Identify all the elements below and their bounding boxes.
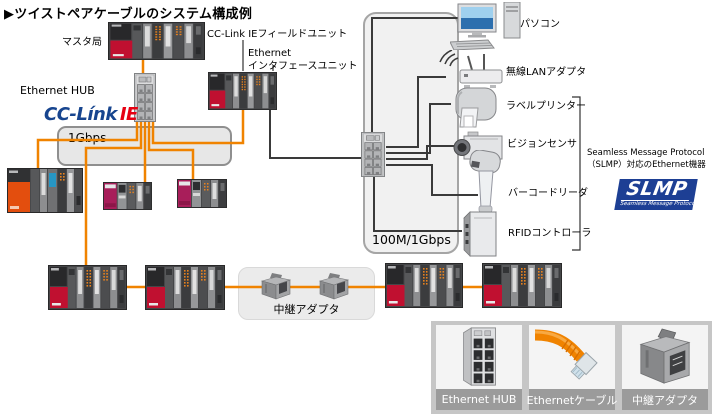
- line-station-plc-1: [48, 265, 127, 310]
- legend-card-cable: Ethernetケーブル: [527, 325, 617, 410]
- legend-card-hub: Ethernet HUB: [436, 325, 522, 410]
- ethernet-cable-orange: [36, 60, 482, 289]
- ethernet-interface-unit-label: Ethernet インタフェースユニット: [248, 48, 358, 73]
- pc-icon: [450, 2, 526, 50]
- remote-station-plc-3: [177, 179, 227, 208]
- wireless-lan-adapter-icon: [438, 50, 506, 90]
- interface-label-line2: インタフェースユニット: [248, 60, 358, 72]
- remote-station-plc-2: [103, 182, 152, 210]
- slmp-note: Seamless Message Protocol （SLMP）対応のEther…: [587, 147, 706, 172]
- ethernet-hub2-icon: [361, 132, 385, 177]
- relay-adapter-icon-2: [316, 272, 352, 300]
- legend-card-adapter: 中継アダプタ: [622, 325, 708, 410]
- slmp-logo-text: SLMP: [624, 178, 690, 200]
- slmp-logo-subtext: Seamless Message Protocol: [619, 200, 698, 208]
- master-station-plc: [108, 22, 205, 60]
- slmp-logo: SLMP Seamless Message Protocol: [614, 178, 698, 210]
- master-station-label: マスタ局: [62, 37, 102, 48]
- slmp-note-line2: （SLMP）対応のEthernet機器: [587, 160, 706, 171]
- remote-station-plc-1: [7, 168, 83, 213]
- cclink-logo-ie: IE: [119, 104, 139, 125]
- rfid-controller-icon: [456, 208, 502, 258]
- slmp-note-line1: Seamless Message Protocol: [587, 148, 705, 158]
- legend-label-hub: Ethernet HUB: [436, 389, 522, 410]
- leader-and-bracket-lines: [242, 40, 581, 251]
- ethernet-cable-black: [269, 17, 478, 232]
- line-station-plc-2: [145, 265, 225, 310]
- legend-label-cable: Ethernetケーブル: [527, 389, 617, 410]
- relay-adapter-label: 中継アダプタ: [273, 303, 340, 316]
- device-label-label-printer: ラベルプリンター: [506, 101, 586, 112]
- line-station-plc-3: [385, 263, 463, 308]
- field-unit-label: CC-Link IEフィールドユニット: [207, 29, 348, 40]
- ethernet-device-box: 100M/1Gbps: [363, 12, 459, 254]
- page-title: ▶ツイストペアケーブルのシステム構成例: [4, 7, 253, 22]
- hub-icon: [436, 325, 522, 389]
- relay-adapter-box: 中継アダプタ: [238, 267, 375, 320]
- legend-panel: Ethernet HUB: [431, 321, 712, 414]
- ethernet-hub-label: Ethernet HUB: [20, 84, 95, 97]
- field-unit-plc: [208, 72, 277, 110]
- relay-adapter-icon-1: [258, 272, 294, 300]
- device-label-vision-sensor: ビジョンセンサ: [507, 139, 577, 150]
- line-station-plc-4: [482, 263, 562, 308]
- device-label-barcode-reader: バーコードリーダ: [508, 188, 588, 199]
- legend-label-adapter: 中継アダプタ: [622, 389, 708, 410]
- interface-label-line1: Ethernet: [248, 48, 292, 59]
- bus-speed-label: 1Gbps: [68, 131, 107, 145]
- box-speed-label: 100M/1Gbps: [372, 232, 451, 247]
- relay-adapter-icon: [622, 325, 708, 389]
- label-printer-icon: [448, 86, 500, 128]
- device-label-rfid-controller: RFIDコントローラ: [508, 228, 592, 239]
- cclink-logo-text: CC-Línk: [44, 104, 117, 125]
- device-label-pc: パソコン: [520, 19, 560, 30]
- device-label-wireless-lan: 無線LANアダプタ: [506, 67, 587, 78]
- barcode-reader-icon: [468, 150, 502, 214]
- ethernet-cable-icon: [529, 325, 615, 389]
